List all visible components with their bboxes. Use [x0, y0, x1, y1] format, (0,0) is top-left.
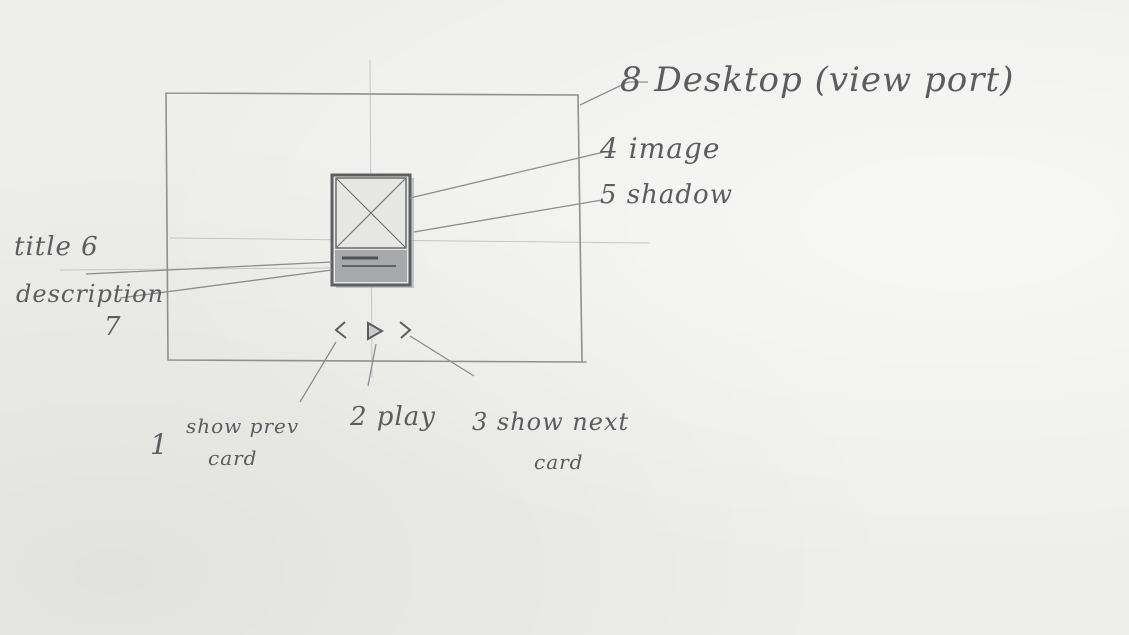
image-placeholder — [335, 177, 407, 249]
label-desktop-viewport: 8 Desktop (view port) — [620, 60, 1015, 100]
label-shadow: 5 shadow — [600, 180, 733, 210]
label-title: title 6 — [14, 232, 99, 262]
play-icon[interactable] — [367, 321, 385, 341]
label-prev-line2: card — [208, 446, 258, 470]
chevron-right-icon[interactable] — [399, 321, 412, 339]
leader-lines — [85, 81, 648, 403]
viewport-frame — [165, 92, 587, 363]
label-description: description — [16, 280, 165, 308]
label-image: 4 image — [600, 132, 721, 165]
chevron-left-icon[interactable] — [334, 321, 347, 339]
card — [330, 173, 414, 288]
label-prev-line1: show prev — [186, 414, 300, 438]
label-next-line1: 3 show next — [472, 408, 630, 436]
label-play: 2 play — [350, 402, 436, 432]
label-next-line2: card — [534, 450, 584, 474]
label-prev-number: 1 — [150, 428, 169, 461]
label-description-number: 7 — [104, 312, 122, 342]
